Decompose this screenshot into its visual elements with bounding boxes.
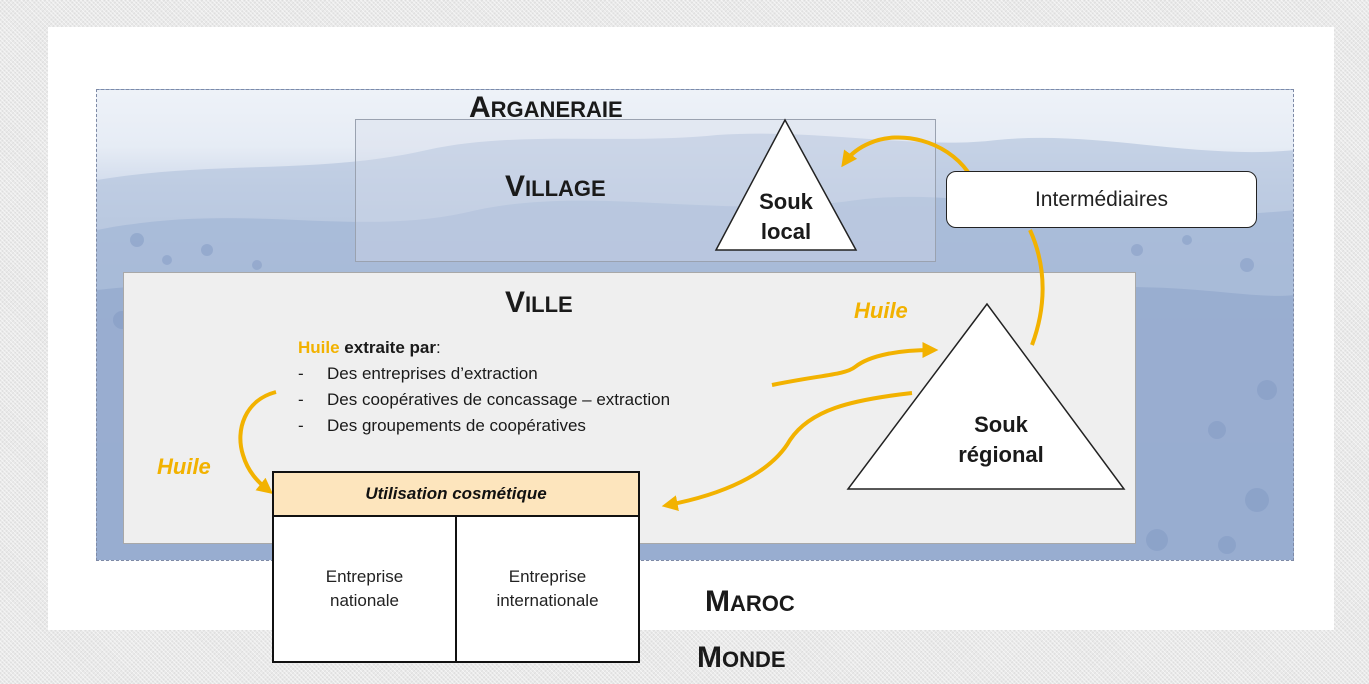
arrow-souk-regional-to-intermediaires [1028,229,1045,346]
souk-local-triangle [714,118,858,251]
huile-label-left: Huile [157,454,211,479]
souk-regional-triangle [846,302,1126,490]
level-maroc: Maroc [705,585,795,618]
souk-regional-label: Souk régional [958,412,1044,467]
production-item: -Des entreprises d’extraction [298,364,538,383]
usage-national: Entreprise nationale [274,517,457,661]
huile-label-right: Huile [854,298,908,323]
production-item: -Des coopératives de concassage – extrac… [298,390,671,409]
arrow-souk-regional-to-usage [661,391,913,512]
usage-table: Utilisation cosmétique Entreprise nation… [272,471,640,663]
level-arganeraie: Arganeraie [469,91,623,124]
level-ville: Ville [505,286,573,319]
arrow-producers-to-souk-regional [771,342,939,387]
production-item: -Des groupements de coopératives [298,416,586,435]
arrow-intermediaires-to-souk-local [841,135,970,174]
level-village: Village [505,170,606,203]
production-list: Huile extraite par: -Des entreprises d’e… [298,338,670,442]
usage-international: Entreprise internationale [496,567,599,610]
level-monde: Monde [697,641,786,674]
arrow-producers-to-usage [238,390,277,494]
production-heading: Huile extraite par: [298,338,441,357]
souk-local-label: Souk local [759,189,813,244]
usage-title: Utilisation cosmétique [274,473,638,517]
intermediaires-box: Intermédiaires [946,171,1257,228]
